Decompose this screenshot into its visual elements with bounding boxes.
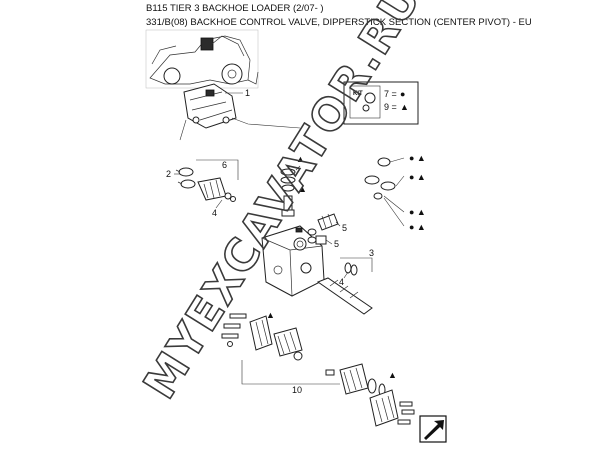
page-title: B115 TIER 3 BACKHOE LOADER (2/07- ) xyxy=(146,3,324,14)
spring-upper[interactable] xyxy=(273,327,303,357)
marker-5: ▲ xyxy=(298,184,307,194)
part-2-clamps[interactable] xyxy=(175,167,196,189)
next-page-arrow-icon[interactable] xyxy=(419,415,447,443)
callout-4-lower: 4 xyxy=(339,277,344,287)
part-3-seals[interactable] xyxy=(344,262,358,276)
callout-1: 1 xyxy=(245,88,250,98)
page-subtitle: 331/B(08) BACKHOE CONTROL VALVE, DIPPERS… xyxy=(146,17,532,28)
part-5-poppet-lower[interactable] xyxy=(307,235,327,245)
kit-row-2-number: 9 = xyxy=(384,102,397,112)
bolts-right[interactable] xyxy=(397,401,415,425)
valve-section-body[interactable] xyxy=(261,225,325,297)
part-5-poppet-upper[interactable] xyxy=(307,213,339,236)
callout-3: 3 xyxy=(369,248,374,258)
callout-5-upper: 5 xyxy=(342,223,347,233)
kit-title: KIT xyxy=(353,91,363,97)
marker-2: ● ▲ xyxy=(409,172,426,182)
marker-6: ▲ xyxy=(296,154,305,164)
part-1-valve-assembly[interactable] xyxy=(183,83,237,129)
marker-4: ● ▲ xyxy=(409,222,426,232)
callout-2: 2 xyxy=(166,169,171,179)
callout-4-upper: 4 xyxy=(212,208,217,218)
seal-kit-pieces[interactable] xyxy=(364,157,396,200)
marker-7: ▲ xyxy=(266,310,275,320)
marker-1: ● ▲ xyxy=(409,153,426,163)
end-cap-left[interactable] xyxy=(249,315,273,351)
marker-3: ● ▲ xyxy=(409,207,426,217)
callout-10: 10 xyxy=(292,385,302,395)
callout-5-lower: 5 xyxy=(334,239,339,249)
marker-8: ▲ xyxy=(388,370,397,380)
end-cap-right[interactable] xyxy=(369,389,399,427)
spring-lower[interactable] xyxy=(339,363,369,395)
kit-row-1-symbol: ● xyxy=(400,89,405,99)
machine-thumbnail xyxy=(145,29,259,89)
spool[interactable] xyxy=(316,277,373,315)
seal-stack-upper[interactable] xyxy=(280,168,296,217)
bolts-left[interactable] xyxy=(221,313,247,347)
kit-row-1-number: 7 = xyxy=(384,89,397,99)
part-6-spool-connector[interactable] xyxy=(197,177,236,202)
kit-legend: KIT 7 = ● 9 = ▲ xyxy=(343,81,419,125)
kit-row-2-symbol: ▲ xyxy=(400,102,409,112)
callout-6: 6 xyxy=(222,160,227,170)
